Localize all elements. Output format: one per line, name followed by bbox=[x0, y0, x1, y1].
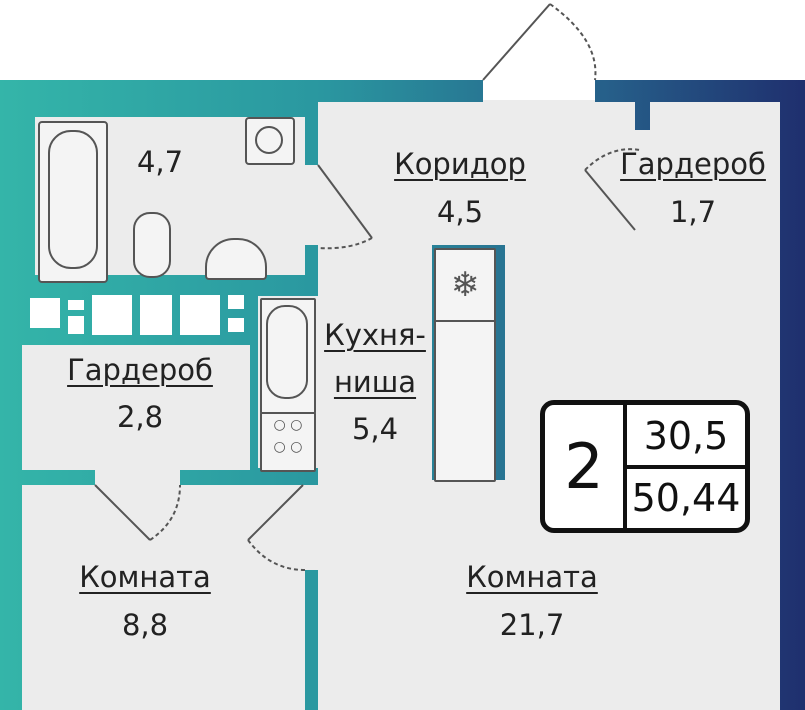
wardrobe-large-label: Гардероб bbox=[67, 353, 213, 387]
wardrobe-small-label: Гардероб bbox=[620, 147, 766, 181]
door-arc bbox=[549, 3, 597, 81]
bedroom-door bbox=[247, 484, 304, 541]
corridor-area: 4,5 bbox=[436, 195, 484, 229]
stove-icon: ○ ○○ ○ bbox=[260, 412, 316, 472]
bedroom-area: 8,8 bbox=[121, 608, 169, 642]
washing-drum bbox=[255, 126, 283, 154]
bathroom-doorway bbox=[305, 165, 320, 245]
window bbox=[140, 295, 172, 335]
kitchen-label: Кухня- bbox=[324, 318, 426, 352]
door-arc bbox=[247, 539, 306, 571]
window bbox=[228, 295, 244, 309]
bathroom-door bbox=[317, 164, 373, 239]
bathroom-area: 4,7 bbox=[136, 145, 184, 179]
kitchen-label-2: ниша bbox=[333, 365, 417, 399]
toilet-icon bbox=[133, 212, 171, 278]
window bbox=[228, 318, 244, 332]
wardrobe-large bbox=[22, 345, 250, 470]
wardrobe-large-doorway bbox=[95, 468, 180, 486]
kitchen-sink-bowl bbox=[266, 305, 308, 399]
wardrobe-large-area: 2,8 bbox=[116, 400, 164, 434]
corridor-label: Коридор bbox=[394, 147, 526, 181]
fridge-snowflake-icon: ❄ bbox=[434, 248, 496, 322]
living-room-label: Комната bbox=[466, 560, 598, 594]
window bbox=[92, 295, 132, 335]
kitchen-area: 5,4 bbox=[351, 412, 399, 446]
corridor bbox=[318, 102, 635, 245]
bedroom-label: Комната bbox=[79, 560, 211, 594]
wardrobe-door bbox=[584, 169, 636, 231]
sink-icon bbox=[205, 238, 267, 280]
total-area: 50,44 bbox=[631, 476, 741, 520]
bedroom-doorway bbox=[303, 485, 320, 570]
door-arc bbox=[317, 237, 373, 250]
room-count: 2 bbox=[545, 405, 627, 528]
bedroom bbox=[22, 485, 305, 710]
kitchen-niche bbox=[318, 245, 432, 710]
door-arc bbox=[584, 148, 641, 171]
entrance-doorway bbox=[483, 100, 595, 106]
wardrobe-door-2 bbox=[94, 484, 151, 541]
door-arc bbox=[149, 484, 181, 541]
wardrobe-small-area: 1,7 bbox=[669, 195, 717, 229]
wardrobe-small bbox=[650, 102, 780, 230]
living-room-part bbox=[432, 480, 512, 710]
divider bbox=[623, 465, 745, 469]
window bbox=[30, 298, 60, 328]
window bbox=[68, 300, 84, 310]
bathtub-inner bbox=[48, 130, 98, 269]
washing-machine-icon bbox=[245, 117, 295, 165]
window bbox=[180, 295, 220, 335]
living-room-area: 21,7 bbox=[499, 608, 565, 642]
apartment-summary-box: 2 30,5 50,44 bbox=[540, 400, 750, 533]
entrance-door bbox=[482, 3, 551, 81]
living-area: 30,5 bbox=[643, 414, 729, 458]
entrance-gap bbox=[483, 70, 595, 105]
window bbox=[68, 316, 84, 334]
wardrobe-small-doorway bbox=[635, 130, 653, 230]
